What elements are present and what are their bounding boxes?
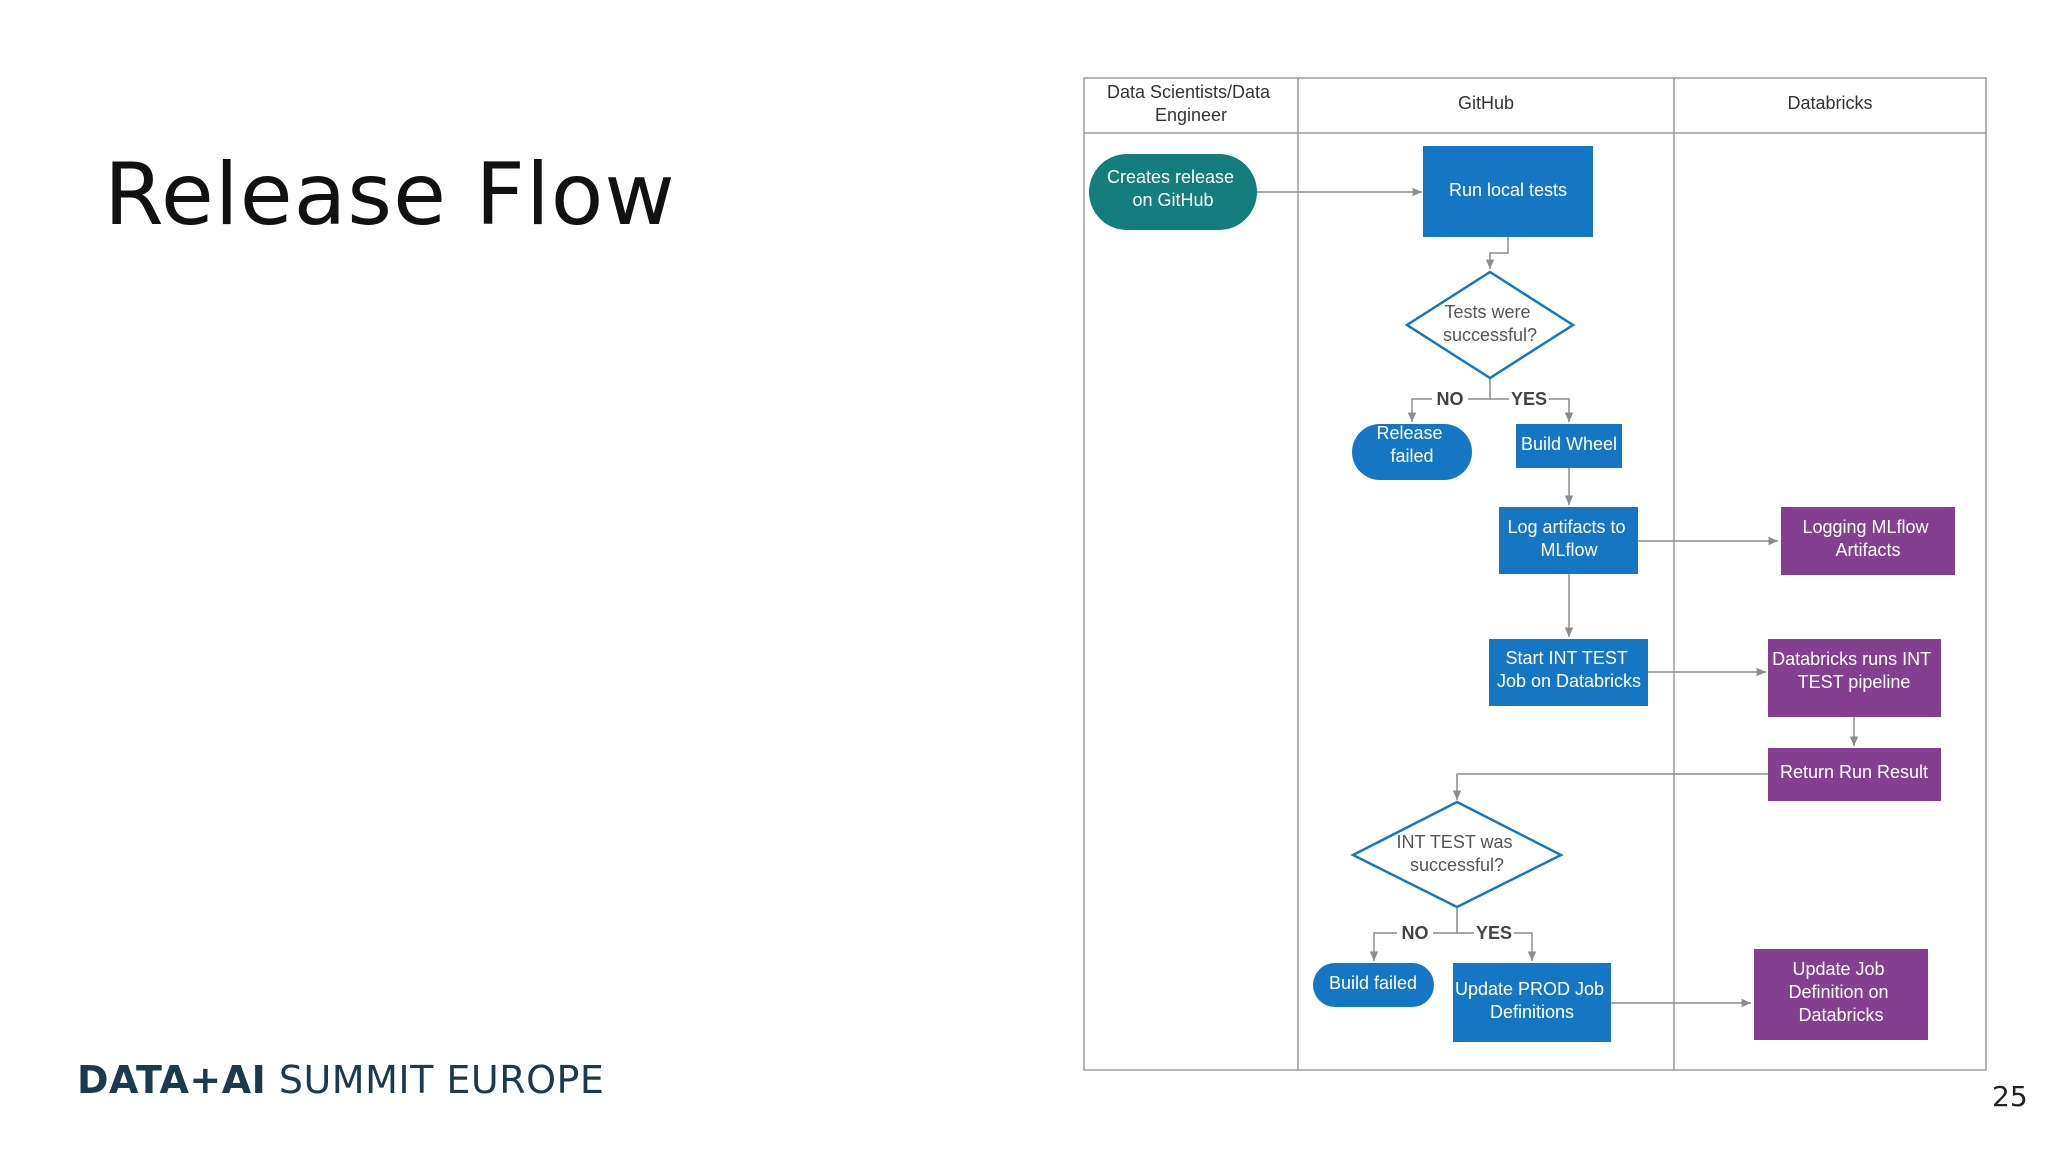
node-int-test-successful-label: INT TEST was successful?	[1396, 832, 1517, 875]
node-logging-mlflow-line2: Artifacts	[1835, 540, 1900, 560]
node-log-artifacts-line1: Log artifacts to	[1507, 517, 1625, 537]
lane-header-scientists-line2: Engineer	[1155, 105, 1227, 125]
node-build-failed-label: Build failed	[1329, 973, 1417, 993]
branch-label-no-1: NO	[1437, 389, 1464, 409]
node-databricks-runs	[1768, 639, 1941, 717]
node-tests-successful-label: Tests were successful?	[1443, 302, 1537, 345]
node-release-failed-line1: Release	[1376, 423, 1442, 443]
node-update-job-def-line2: Definition on	[1788, 982, 1888, 1002]
nodes: Creates release on GitHub Run local test…	[1089, 146, 1955, 1042]
node-update-prod-job-line2: Definitions	[1490, 1002, 1574, 1022]
node-databricks-runs-line2: TEST pipeline	[1798, 672, 1911, 692]
node-build-failed-line1: Build failed	[1329, 973, 1417, 993]
node-log-artifacts-label: Log artifacts to MLflow	[1507, 517, 1630, 560]
node-creates-release-label: Creates release on GitHub	[1107, 167, 1239, 210]
node-creates-release	[1089, 154, 1257, 230]
node-logging-mlflow	[1781, 507, 1955, 575]
node-tests-successful-line2: successful?	[1443, 325, 1537, 345]
node-update-prod-job-line1: Update PROD Job	[1455, 979, 1604, 999]
lane-header-github: GitHub	[1458, 93, 1514, 113]
swimlane-border	[1083, 77, 1987, 1071]
branch-label-bg	[1509, 388, 1549, 408]
lane-header-scientists: Data Scientists/Data Engineer	[1107, 82, 1275, 125]
node-logging-mlflow-line1: Logging MLflow	[1802, 517, 1929, 537]
lane-header-scientists-line1: Data Scientists/Data	[1107, 82, 1271, 102]
node-databricks-runs-line1: Databricks runs INT	[1772, 649, 1931, 669]
branch-label-bg	[1397, 922, 1433, 942]
lane-header-databricks-line1: Databricks	[1787, 93, 1872, 113]
node-run-local-tests-label: Run local tests	[1449, 180, 1567, 200]
node-run-local-tests-line1: Run local tests	[1449, 180, 1567, 200]
connector-result-to-decision	[1452, 773, 1768, 800]
node-log-artifacts-line2: MLflow	[1540, 540, 1598, 560]
branch-label-no-2: NO	[1402, 923, 1429, 943]
node-update-prod-job-label: Update PROD Job Definitions	[1455, 979, 1609, 1022]
node-logging-mlflow-label: Logging MLflow Artifacts	[1802, 517, 1933, 560]
branch-label-yes-2: YES	[1476, 923, 1512, 943]
lane-header-databricks: Databricks	[1787, 93, 1872, 113]
node-update-prod-job	[1453, 963, 1611, 1042]
node-build-failed	[1313, 963, 1434, 1007]
slide-title: Release Flow	[104, 145, 676, 245]
node-int-test-successful-line1: INT TEST was	[1396, 832, 1512, 852]
node-start-int-test-line2: Job on Databricks	[1497, 671, 1641, 691]
brand-logo-bold: DATA+AI	[77, 1058, 267, 1102]
node-tests-successful	[1404, 270, 1576, 380]
node-int-test-successful-line2: successful?	[1410, 855, 1504, 875]
swimlane-frame	[1083, 77, 1987, 1071]
brand-logo: DATA+AI SUMMIT EUROPE	[77, 1058, 604, 1102]
node-build-wheel	[1516, 424, 1622, 468]
connector-tests-to-decision	[1485, 237, 1509, 269]
page-number: 25	[1992, 1080, 2028, 1113]
node-tests-successful-line1: Tests were	[1444, 302, 1530, 322]
node-return-run-result-label: Return Run Result	[1780, 762, 1928, 782]
branch-label-yes-1: YES	[1511, 389, 1547, 409]
node-start-int-test-line1: Start INT TEST	[1505, 648, 1627, 668]
node-update-job-def-line1: Update Job	[1792, 959, 1884, 979]
node-update-job-def-line3: Databricks	[1798, 1005, 1883, 1025]
node-update-job-def-label: Update Job Definition on Databricks	[1788, 959, 1893, 1025]
node-update-job-def	[1754, 949, 1928, 1040]
branch-labels: NO YES NO YES	[1397, 388, 1549, 943]
node-release-failed-line2: failed	[1390, 446, 1433, 466]
node-int-test-successful	[1350, 800, 1564, 909]
node-return-run-result-line1: Return Run Result	[1780, 762, 1928, 782]
node-build-wheel-line1: Build Wheel	[1521, 434, 1617, 454]
node-start-int-test	[1489, 639, 1648, 706]
node-databricks-runs-label: Databricks runs INT TEST pipeline	[1772, 649, 1936, 692]
node-release-failed	[1352, 424, 1472, 480]
node-log-artifacts	[1499, 507, 1638, 574]
brand-logo-rest: SUMMIT EUROPE	[266, 1058, 605, 1102]
node-run-local-tests	[1423, 146, 1593, 237]
node-build-wheel-label: Build Wheel	[1521, 434, 1617, 454]
branch-label-bg	[1432, 388, 1468, 408]
connectors	[1257, 187, 1859, 1008]
node-return-run-result	[1768, 748, 1941, 801]
node-creates-release-line1: Creates release	[1107, 167, 1234, 187]
node-creates-release-line2: on GitHub	[1132, 190, 1213, 210]
lane-headers: Data Scientists/Data Engineer GitHub Dat…	[1107, 82, 1873, 125]
node-start-int-test-label: Start INT TEST Job on Databricks	[1497, 648, 1641, 691]
lane-header-github-line1: GitHub	[1458, 93, 1514, 113]
node-release-failed-label: Release failed	[1376, 423, 1447, 466]
branch-label-bg	[1474, 922, 1514, 942]
